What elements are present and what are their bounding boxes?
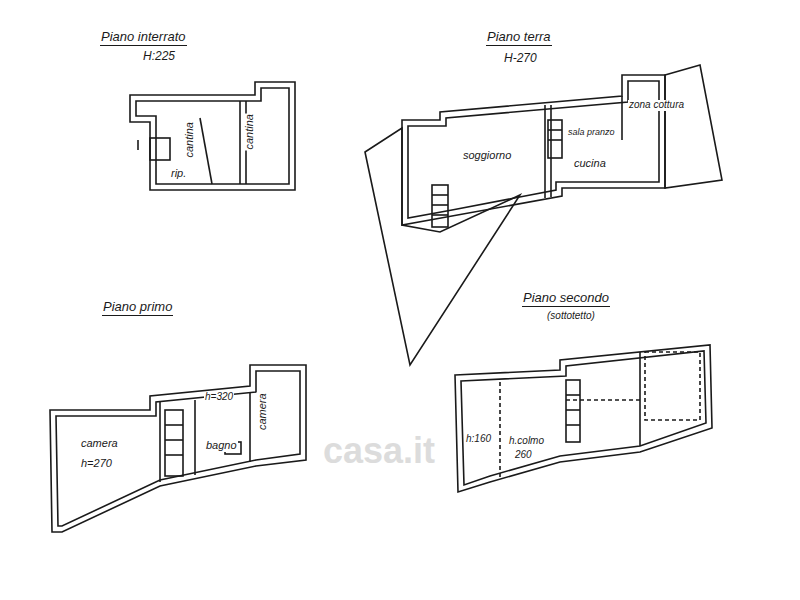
height-note: h.colmo (508, 436, 545, 447)
floor-title: Piano interrato (100, 30, 187, 46)
room-name: zona cottura (628, 100, 685, 111)
floor-title: Piano terra (486, 30, 552, 46)
height-note: h=270 (80, 458, 113, 470)
ground-floor-plan (365, 65, 722, 365)
room-name: cantina (184, 121, 196, 158)
height-note: 260 (514, 450, 533, 461)
second-floor-plan (455, 345, 712, 492)
height-note: H:225 (142, 50, 176, 63)
room-name: camera (256, 393, 268, 432)
floor-title: Piano secondo (522, 291, 610, 307)
watermark: casa.it (322, 432, 436, 470)
room-name: rip. (170, 168, 187, 180)
first-floor-plan (50, 365, 306, 532)
room-name: cucina (573, 158, 607, 170)
room-name: sala pranzo (567, 128, 616, 137)
floor-subtitle: (sottotetto) (546, 311, 596, 322)
height-note: h:160 (465, 434, 492, 445)
height-note: H-270 (503, 52, 538, 65)
room-name: camera (80, 438, 119, 450)
room-name: cantina (244, 113, 256, 150)
basement-plan (130, 82, 295, 190)
room-name: soggiorno (462, 150, 512, 162)
floor-title: Piano primo (102, 300, 173, 316)
height-note: h=320 (204, 392, 234, 403)
room-name: bagno (205, 440, 238, 452)
